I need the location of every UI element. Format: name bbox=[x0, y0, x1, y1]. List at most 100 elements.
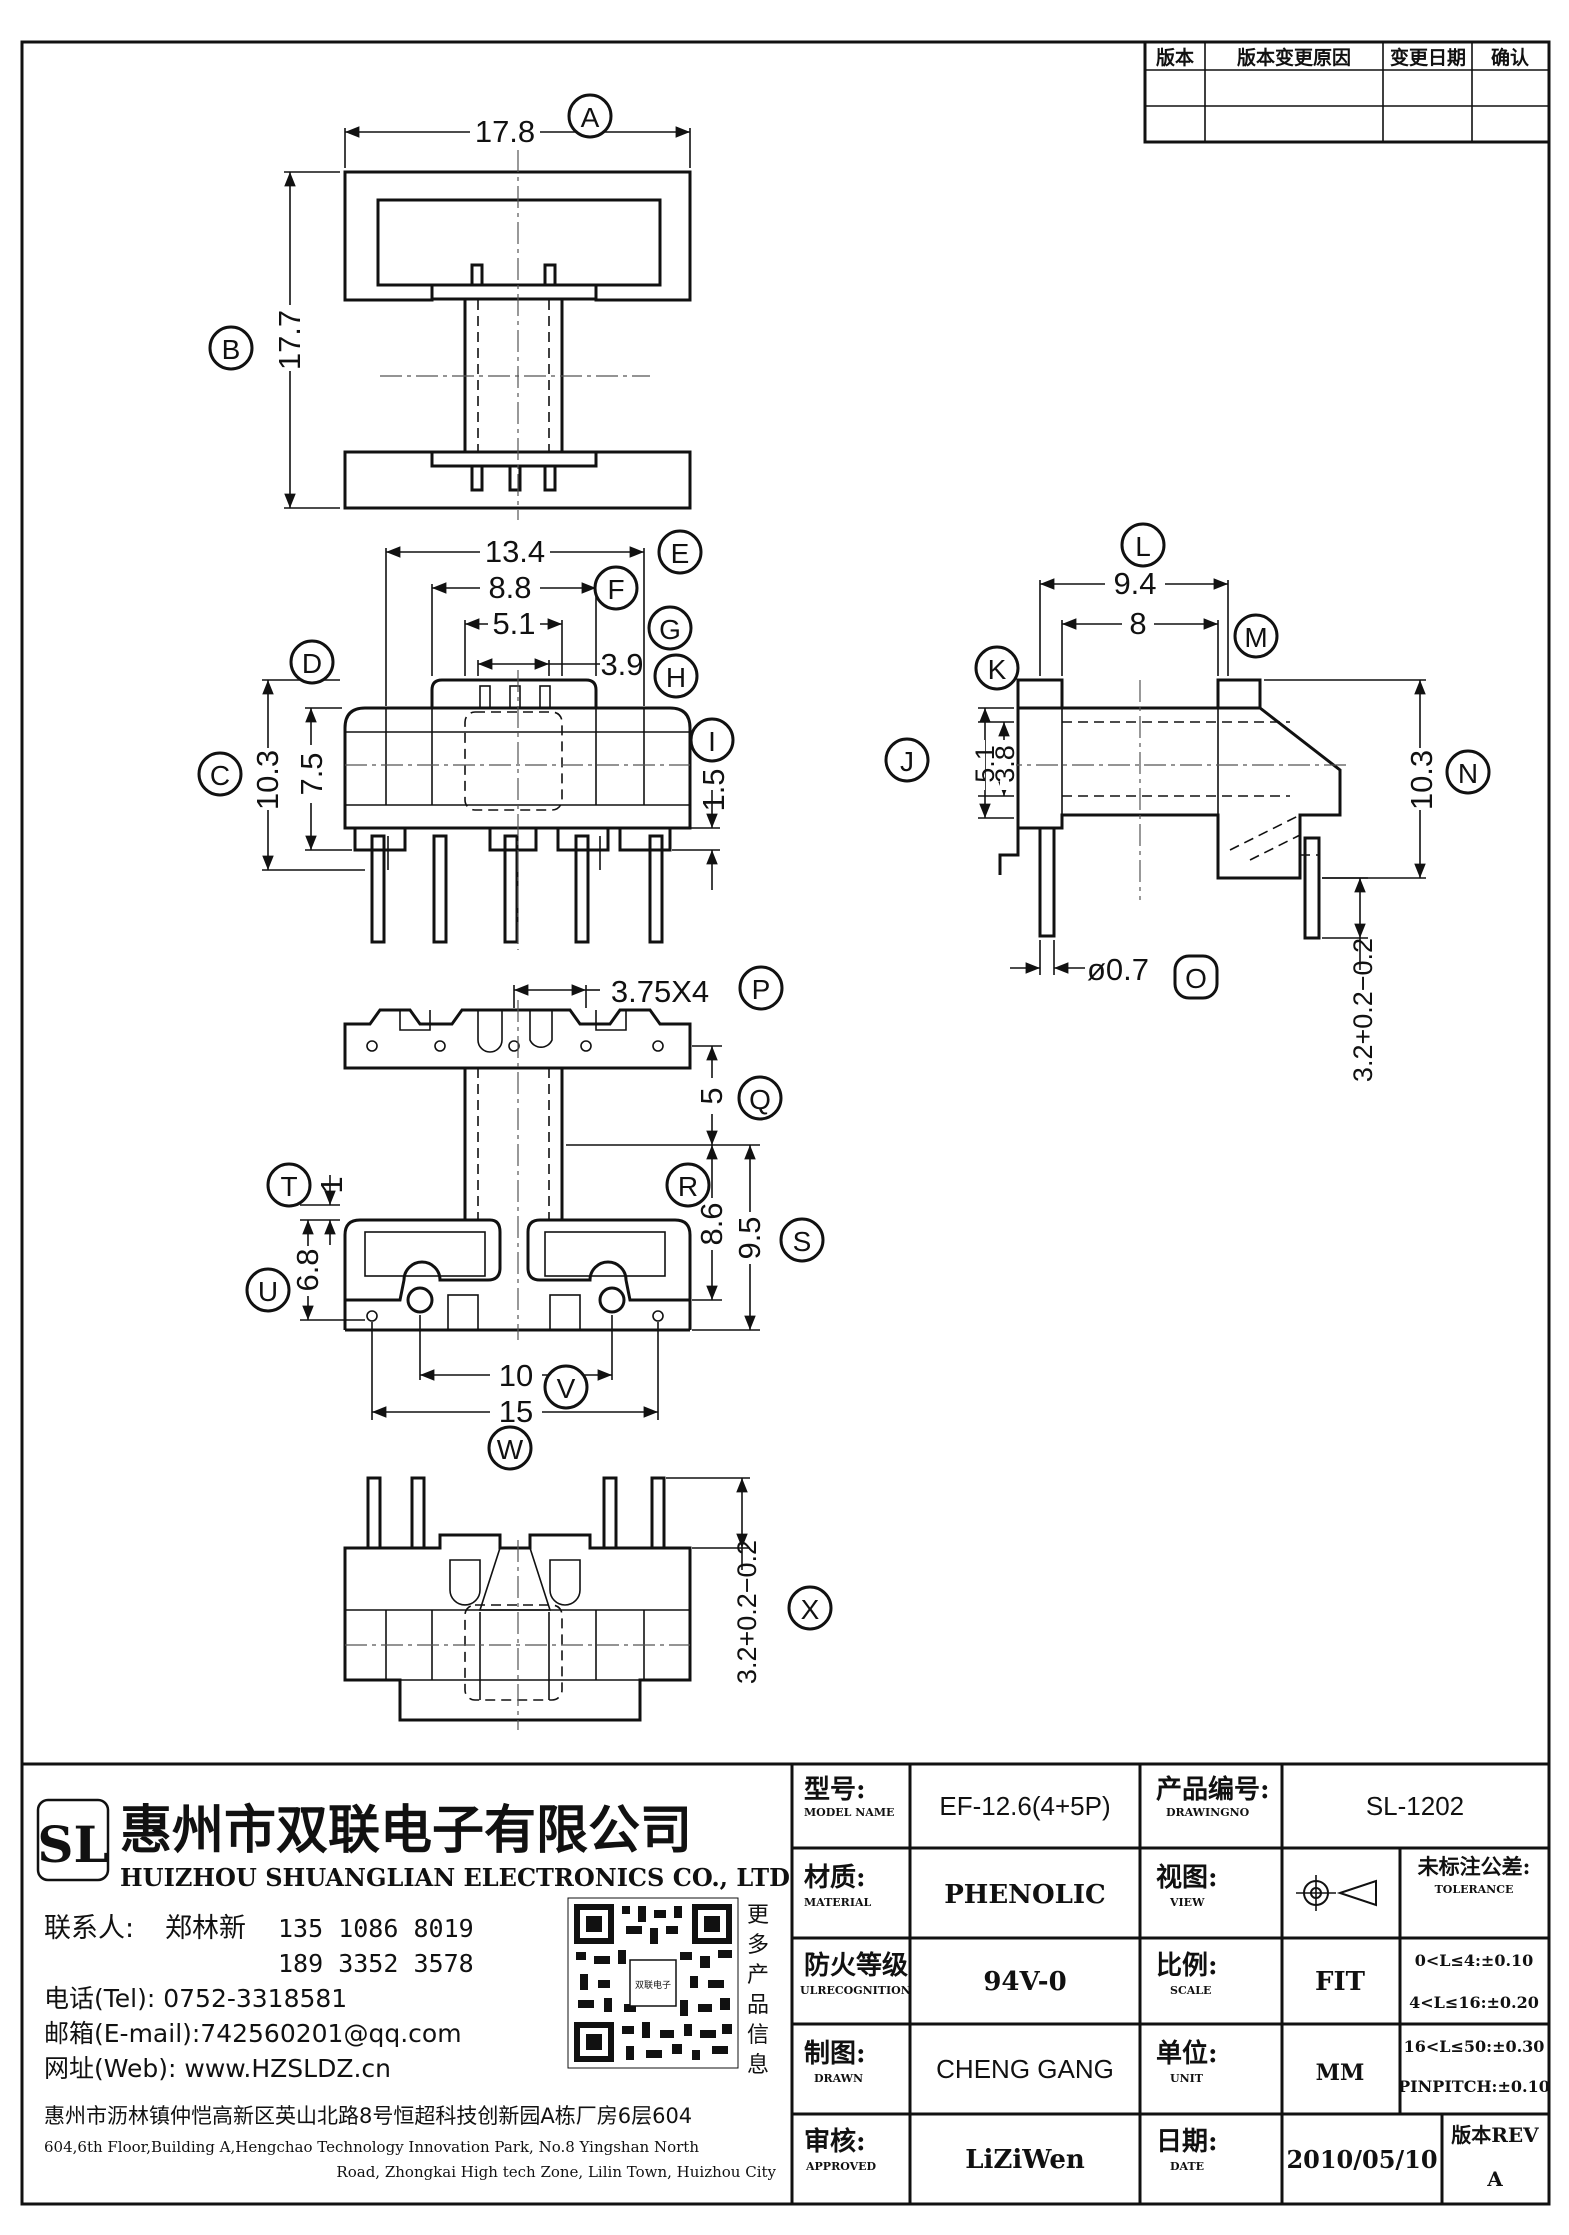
dim-s: 9.5 bbox=[732, 1216, 767, 1259]
more-info-3: 产 bbox=[747, 1963, 769, 1988]
model-label-en: MODEL NAME bbox=[804, 1806, 894, 1819]
company-block: SL 惠州市双联电子有限公司 HUIZHOU SHUANGLIAN ELECTR… bbox=[20, 1762, 794, 2206]
dim-n: 10.3 bbox=[1404, 750, 1439, 810]
dim-o: ø0.7 bbox=[1087, 952, 1149, 987]
contact-name: 郑林新 bbox=[165, 1913, 246, 1944]
drawn-value: CHENG GANG bbox=[936, 2054, 1114, 2084]
rev-header-date: 变更日期 bbox=[1390, 46, 1466, 69]
contact-label: 联系人: bbox=[44, 1913, 134, 1944]
scale-value: FIT bbox=[1315, 1967, 1366, 1997]
dim-x: 3.2+0.2−0.2 bbox=[732, 1540, 762, 1684]
rev-header-confirm: 确认 bbox=[1491, 46, 1529, 69]
view-label-en: VIEW bbox=[1169, 1896, 1205, 1909]
rev-value: A bbox=[1486, 2167, 1503, 2191]
callout-q: Q bbox=[749, 1084, 771, 1115]
dim-l: 9.4 bbox=[1113, 566, 1156, 601]
date-label-en: DATE bbox=[1170, 2160, 1204, 2173]
address-cn: 惠州市沥林镇仲恺高新区英山北路8号恒超科技创新园A栋厂房6层604 bbox=[44, 2104, 692, 2128]
more-info-4: 品 bbox=[747, 1993, 769, 2018]
contact-phone-1: 135 1086 8019 bbox=[278, 1914, 474, 1943]
approved-value: LiZiWen bbox=[965, 2145, 1085, 2175]
material-value: PHENOLIC bbox=[944, 1880, 1105, 1910]
dim-q: 5 bbox=[694, 1087, 729, 1104]
unit-label-en: UNIT bbox=[1170, 2072, 1204, 2085]
callout-t: T bbox=[280, 1171, 297, 1202]
callout-f: F bbox=[607, 574, 624, 605]
scale-label-cn: 比例: bbox=[1156, 1951, 1218, 1981]
callout-e: E bbox=[671, 538, 690, 569]
model-value: EF-12.6(4+5P) bbox=[939, 1791, 1110, 1821]
dim-v: 10 bbox=[499, 1358, 533, 1393]
dim-pin-length: 3.2+0.2−0.2 bbox=[1348, 938, 1378, 1082]
more-info-5: 信 bbox=[747, 2023, 769, 2048]
dim-e: 13.4 bbox=[485, 534, 545, 569]
approved-label-en: APPROVED bbox=[805, 2160, 877, 2173]
rev-header-version: 版本 bbox=[1156, 46, 1194, 69]
flame-label-en: ULRECOGNITION bbox=[800, 1984, 911, 1997]
svg-text:SL: SL bbox=[37, 1815, 108, 1874]
material-label-cn: 材质: bbox=[804, 1863, 866, 1893]
drawn-label-cn: 制图: bbox=[804, 2039, 866, 2069]
callout-s: S bbox=[793, 1226, 812, 1257]
drawing-value: SL-1202 bbox=[1366, 1791, 1464, 1821]
dim-f: 8.8 bbox=[488, 570, 531, 605]
dim-w: 15 bbox=[499, 1394, 533, 1429]
dim-g: 5.1 bbox=[492, 606, 535, 641]
callout-a: A bbox=[581, 102, 600, 133]
dim-i: 1.5 bbox=[696, 768, 731, 811]
callout-n: N bbox=[1458, 758, 1478, 789]
material-label-en: MATERIAL bbox=[804, 1896, 872, 1909]
qr-code: 双联电子 bbox=[567, 1897, 739, 2069]
callout-v: V bbox=[557, 1373, 576, 1404]
more-info-1: 更 bbox=[747, 1903, 769, 1928]
callout-o: O bbox=[1185, 963, 1207, 994]
tel: 电话(Tel): 0752-3318581 bbox=[44, 1984, 347, 2013]
company-name-cn: 惠州市双联电子有限公司 bbox=[120, 1800, 692, 1861]
callout-b: B bbox=[222, 334, 241, 365]
drawn-label-en: DRAWN bbox=[814, 2072, 863, 2085]
callout-m: M bbox=[1244, 622, 1267, 653]
tolerance-3: 16<L≤50:±0.30 bbox=[1404, 2037, 1545, 2056]
address-en-2: Road, Zhongkai High tech Zone, Lilin Tow… bbox=[336, 2163, 776, 2181]
qr-label: 双联电子 bbox=[635, 1979, 671, 1991]
tolerance-1: 0<L≤4:±0.10 bbox=[1415, 1951, 1534, 1970]
top-view: 17.8 17.7 bbox=[272, 114, 692, 520]
dim-d: 7.5 bbox=[294, 752, 329, 795]
contact-phone-2: 189 3352 3578 bbox=[278, 1949, 474, 1978]
dim-p: 3.75X4 bbox=[611, 974, 709, 1009]
rev-header-reason: 版本变更原因 bbox=[1237, 46, 1351, 69]
dim-a: 17.8 bbox=[475, 114, 535, 149]
date-value: 2010/05/10 bbox=[1286, 2145, 1437, 2174]
dim-m: 8 bbox=[1129, 606, 1146, 641]
callout-r: R bbox=[678, 1171, 698, 1202]
date-label-cn: 日期: bbox=[1156, 2127, 1218, 2157]
revision-table: 版本 版本变更原因 变更日期 确认 bbox=[1143, 40, 1551, 144]
tolerance-label-en: TOLERANCE bbox=[1435, 1883, 1514, 1896]
flame-value: 94V-0 bbox=[983, 1967, 1066, 1997]
callout-x: X bbox=[801, 1594, 820, 1625]
drawing-label-cn: 产品编号: bbox=[1156, 1774, 1270, 1805]
dim-j2: 3.8 bbox=[990, 745, 1020, 783]
approved-label-cn: 审核: bbox=[804, 2126, 866, 2157]
dim-u: 6.8 bbox=[290, 1248, 325, 1291]
callout-l: L bbox=[1135, 531, 1151, 562]
projection-symbol-icon bbox=[1296, 1875, 1377, 1911]
unit-value: MM bbox=[1316, 2060, 1365, 2086]
callout-k: K bbox=[988, 654, 1007, 685]
side-view: 9.4 8 5.1 3.8 10.3 ø0.7 3.2+0.2−0.2 bbox=[970, 566, 1439, 1082]
title-block: 型号: MODEL NAME EF-12.6(4+5P) 产品编号: DRAWI… bbox=[790, 1762, 1551, 2206]
dim-c: 10.3 bbox=[250, 750, 285, 810]
tolerance-4: PINPITCH:±0.10 bbox=[1398, 2077, 1550, 2096]
dim-r: 8.6 bbox=[694, 1202, 729, 1245]
dim-b: 17.7 bbox=[272, 310, 307, 370]
company-logo: SL bbox=[36, 1798, 110, 1882]
flame-label-cn: 防火等级 bbox=[804, 1950, 908, 1981]
callout-j: J bbox=[900, 746, 914, 777]
bottom-view: 3.75X4 5 8.6 9.5 1 6.8 10 15 bbox=[290, 974, 769, 1429]
more-info-6: 息 bbox=[747, 2053, 769, 2078]
dim-j1: 5.1 bbox=[970, 745, 1000, 783]
callout-d: D bbox=[302, 648, 322, 679]
dim-h: 3.9 bbox=[600, 647, 643, 682]
callout-u: U bbox=[258, 1276, 278, 1307]
